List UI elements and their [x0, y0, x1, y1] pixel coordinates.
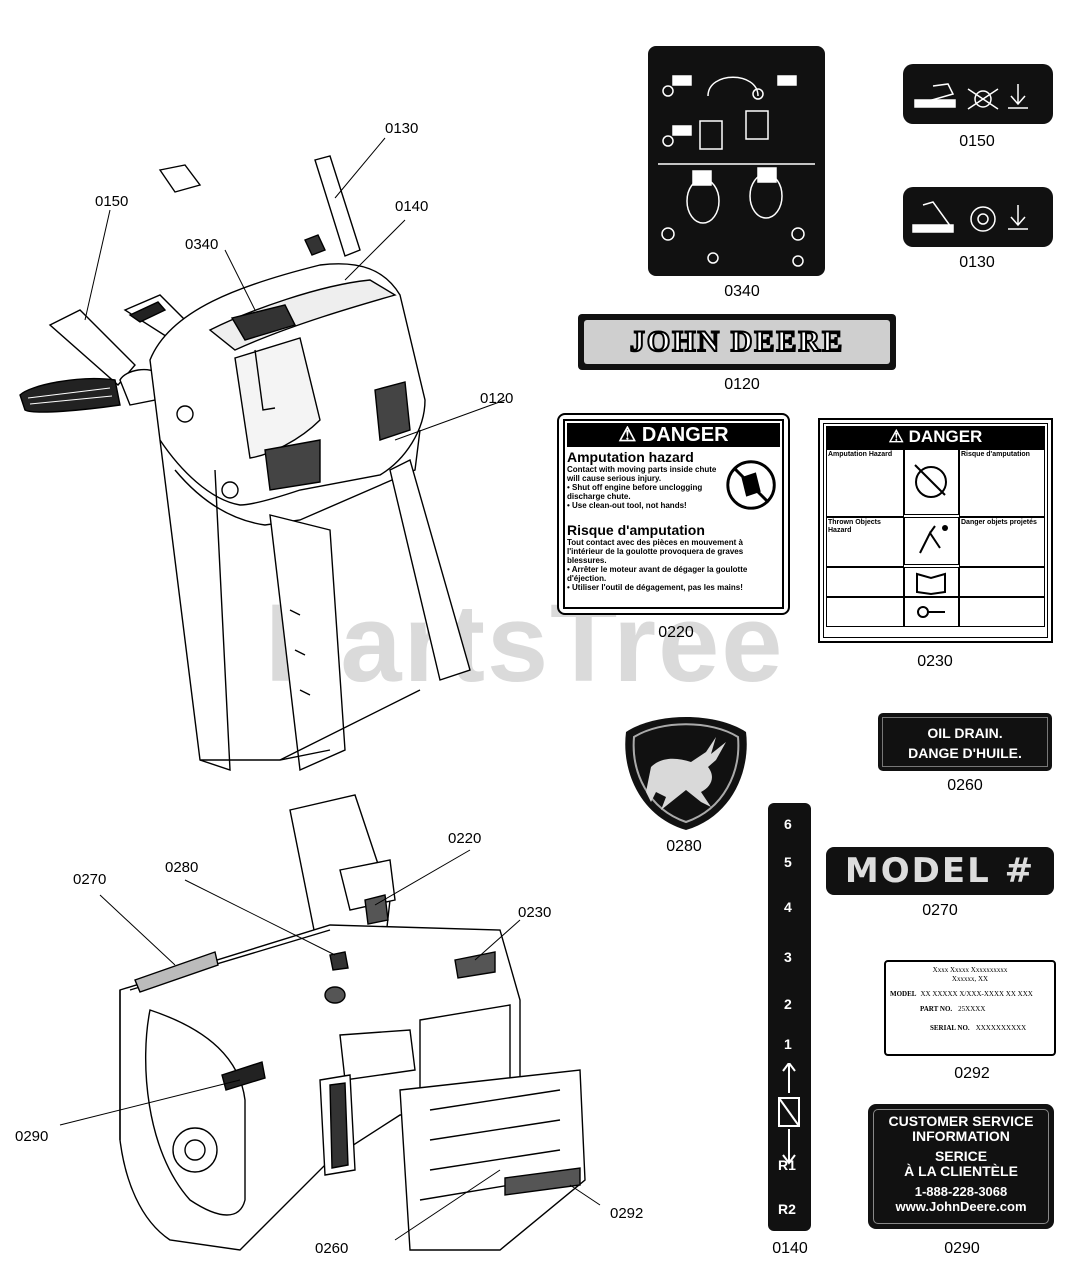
manual-icon	[904, 567, 959, 597]
model-label-plate: MODEL	[890, 990, 917, 998]
callout-0220: 0220	[448, 830, 482, 847]
part-value-plate: 25XXXX	[958, 1005, 986, 1013]
john-deere-wordmark: JOHN DEERE	[584, 320, 890, 364]
callout-0230: 0230	[518, 904, 552, 921]
caption-0260: 0260	[947, 777, 983, 794]
caption-0130: 0130	[959, 254, 995, 271]
serial-plate-line2: Xxxxxx, XX	[951, 975, 989, 983]
model-value-plate: XX XXXXX X/XXX-XXXX XX XXX	[920, 990, 1033, 998]
scale-2: 2	[784, 996, 792, 1012]
oil-drain-fr: DANGE D'HUILE.	[908, 745, 1022, 761]
caption-0230: 0230	[917, 653, 953, 670]
danger-0230-header: ⚠ DANGER	[826, 426, 1045, 448]
decal-0340-pictograms	[658, 75, 815, 267]
callout-0130: 0130	[385, 120, 419, 137]
callout-0120: 0120	[480, 390, 514, 407]
callout-0140: 0140	[395, 198, 429, 215]
cs-line4: À LA CLIENTÈLE	[904, 1163, 1018, 1179]
danger-0220-title-en: Amputation hazard	[567, 449, 694, 465]
scale-r2: R2	[778, 1201, 796, 1217]
decal-0150-pictograms	[914, 83, 1028, 110]
decal-0290: CUSTOMER SERVICE INFORMATION SERICE À LA…	[868, 1104, 1054, 1229]
decal-0130	[903, 187, 1053, 247]
cs-line3: SERICE	[934, 1148, 988, 1164]
danger-0230-r1-right: Risque d'amputation	[959, 449, 1045, 517]
caption-0270: 0270	[922, 902, 958, 919]
caption-0340: 0340	[724, 283, 760, 300]
danger-0220-bullet1-fr: • Arrêter le moteur avant de dégager la …	[567, 565, 748, 583]
danger-0220-bullet1-en: • Shut off engine before unclogging disc…	[567, 483, 703, 501]
serial-label-plate: SERIAL NO.	[930, 1024, 970, 1032]
callout-0290: 0290	[15, 1128, 49, 1145]
scale-5: 5	[784, 854, 792, 870]
danger-0220-bullet2-en: • Use clean-out tool, not hands!	[567, 501, 687, 510]
caption-0220: 0220	[658, 624, 694, 641]
scale-r1: R1	[778, 1157, 796, 1173]
scale-4: 4	[784, 899, 792, 915]
caption-0290: 0290	[944, 1240, 980, 1257]
warning-triangle-icon: ⚠	[888, 427, 909, 446]
decal-0260: OIL DRAIN. DANGE D'HUILE.	[878, 713, 1052, 771]
scale-3: 3	[784, 949, 792, 965]
cs-line1: CUSTOMER SERVICE	[888, 1113, 1034, 1129]
caption-0292: 0292	[954, 1065, 990, 1082]
callout-0150: 0150	[95, 193, 129, 210]
john-deere-logo-decal	[625, 717, 747, 830]
decal-0340	[648, 46, 825, 276]
model-label: MODEL #	[844, 851, 1036, 891]
oil-drain-en: OIL DRAIN.	[927, 725, 1003, 741]
callout-0340: 0340	[185, 236, 219, 253]
key-icon	[904, 597, 959, 627]
caption-0140: 0140	[772, 1240, 808, 1257]
part-label-plate: PART NO.	[920, 1005, 953, 1013]
caption-0120: 0120	[724, 376, 760, 393]
cs-web: www.JohnDeere.com	[895, 1199, 1027, 1214]
decal-0292: Xxxx Xxxxx Xxxxxxxxxx Xxxxxx, XX MODEL X…	[884, 960, 1056, 1056]
danger-0230-r2-left: Thrown Objects Hazard	[826, 517, 904, 567]
callout-0280: 0280	[165, 859, 199, 876]
danger-0220-body-en: Contact with moving parts inside chute w…	[567, 465, 717, 483]
callout-0270: 0270	[73, 871, 107, 888]
danger-0220-body-fr: Tout contact avec des pièces en mouvemen…	[567, 538, 744, 565]
auger-hazard-icon	[904, 449, 959, 515]
serial-value-plate: XXXXXXXXXX	[975, 1024, 1027, 1032]
danger-0230-r1-left: Amputation Hazard	[826, 449, 904, 517]
auger-housing-illustration	[59, 794, 601, 1251]
danger-0220-title-fr: Risque d'amputation	[567, 522, 705, 538]
serial-plate-line1: Xxxx Xxxxx Xxxxxxxxxx	[932, 966, 1008, 974]
chute-direction-icon	[778, 1063, 800, 1165]
decal-0270: MODEL #	[826, 847, 1054, 895]
danger-0220-bullet2-fr: • Utiliser l'outil de dégagement, pas le…	[567, 583, 743, 592]
warning-triangle-icon: ⚠	[618, 424, 642, 446]
decal-0140: 6 5 4 3 2 1 R1 R2	[768, 803, 811, 1231]
decal-0220: ⚠ DANGER Amputation hazard Contact with …	[557, 413, 790, 615]
caption-0280: 0280	[666, 838, 702, 855]
scale-1: 1	[784, 1036, 792, 1052]
danger-0220-header: ⚠ DANGER	[567, 423, 780, 447]
no-hands-icon	[726, 460, 776, 510]
decal-0120: JOHN DEERE	[578, 314, 896, 370]
caption-0150: 0150	[959, 133, 995, 150]
decal-0230: ⚠ DANGER Amputation Hazard Risque d'ampu…	[818, 418, 1053, 643]
callout-0260: 0260	[315, 1240, 349, 1257]
control-panel-illustration	[19, 137, 506, 772]
decal-0150	[903, 64, 1053, 124]
decal-0130-pictograms	[912, 201, 1028, 233]
danger-0230-r2-right: Danger objets projetés	[959, 517, 1045, 567]
callout-0292: 0292	[610, 1205, 644, 1222]
cs-line2: INFORMATION	[912, 1128, 1010, 1144]
scale-6: 6	[784, 816, 792, 832]
cs-phone: 1-888-228-3068	[914, 1184, 1008, 1199]
thrown-objects-icon	[904, 517, 959, 565]
